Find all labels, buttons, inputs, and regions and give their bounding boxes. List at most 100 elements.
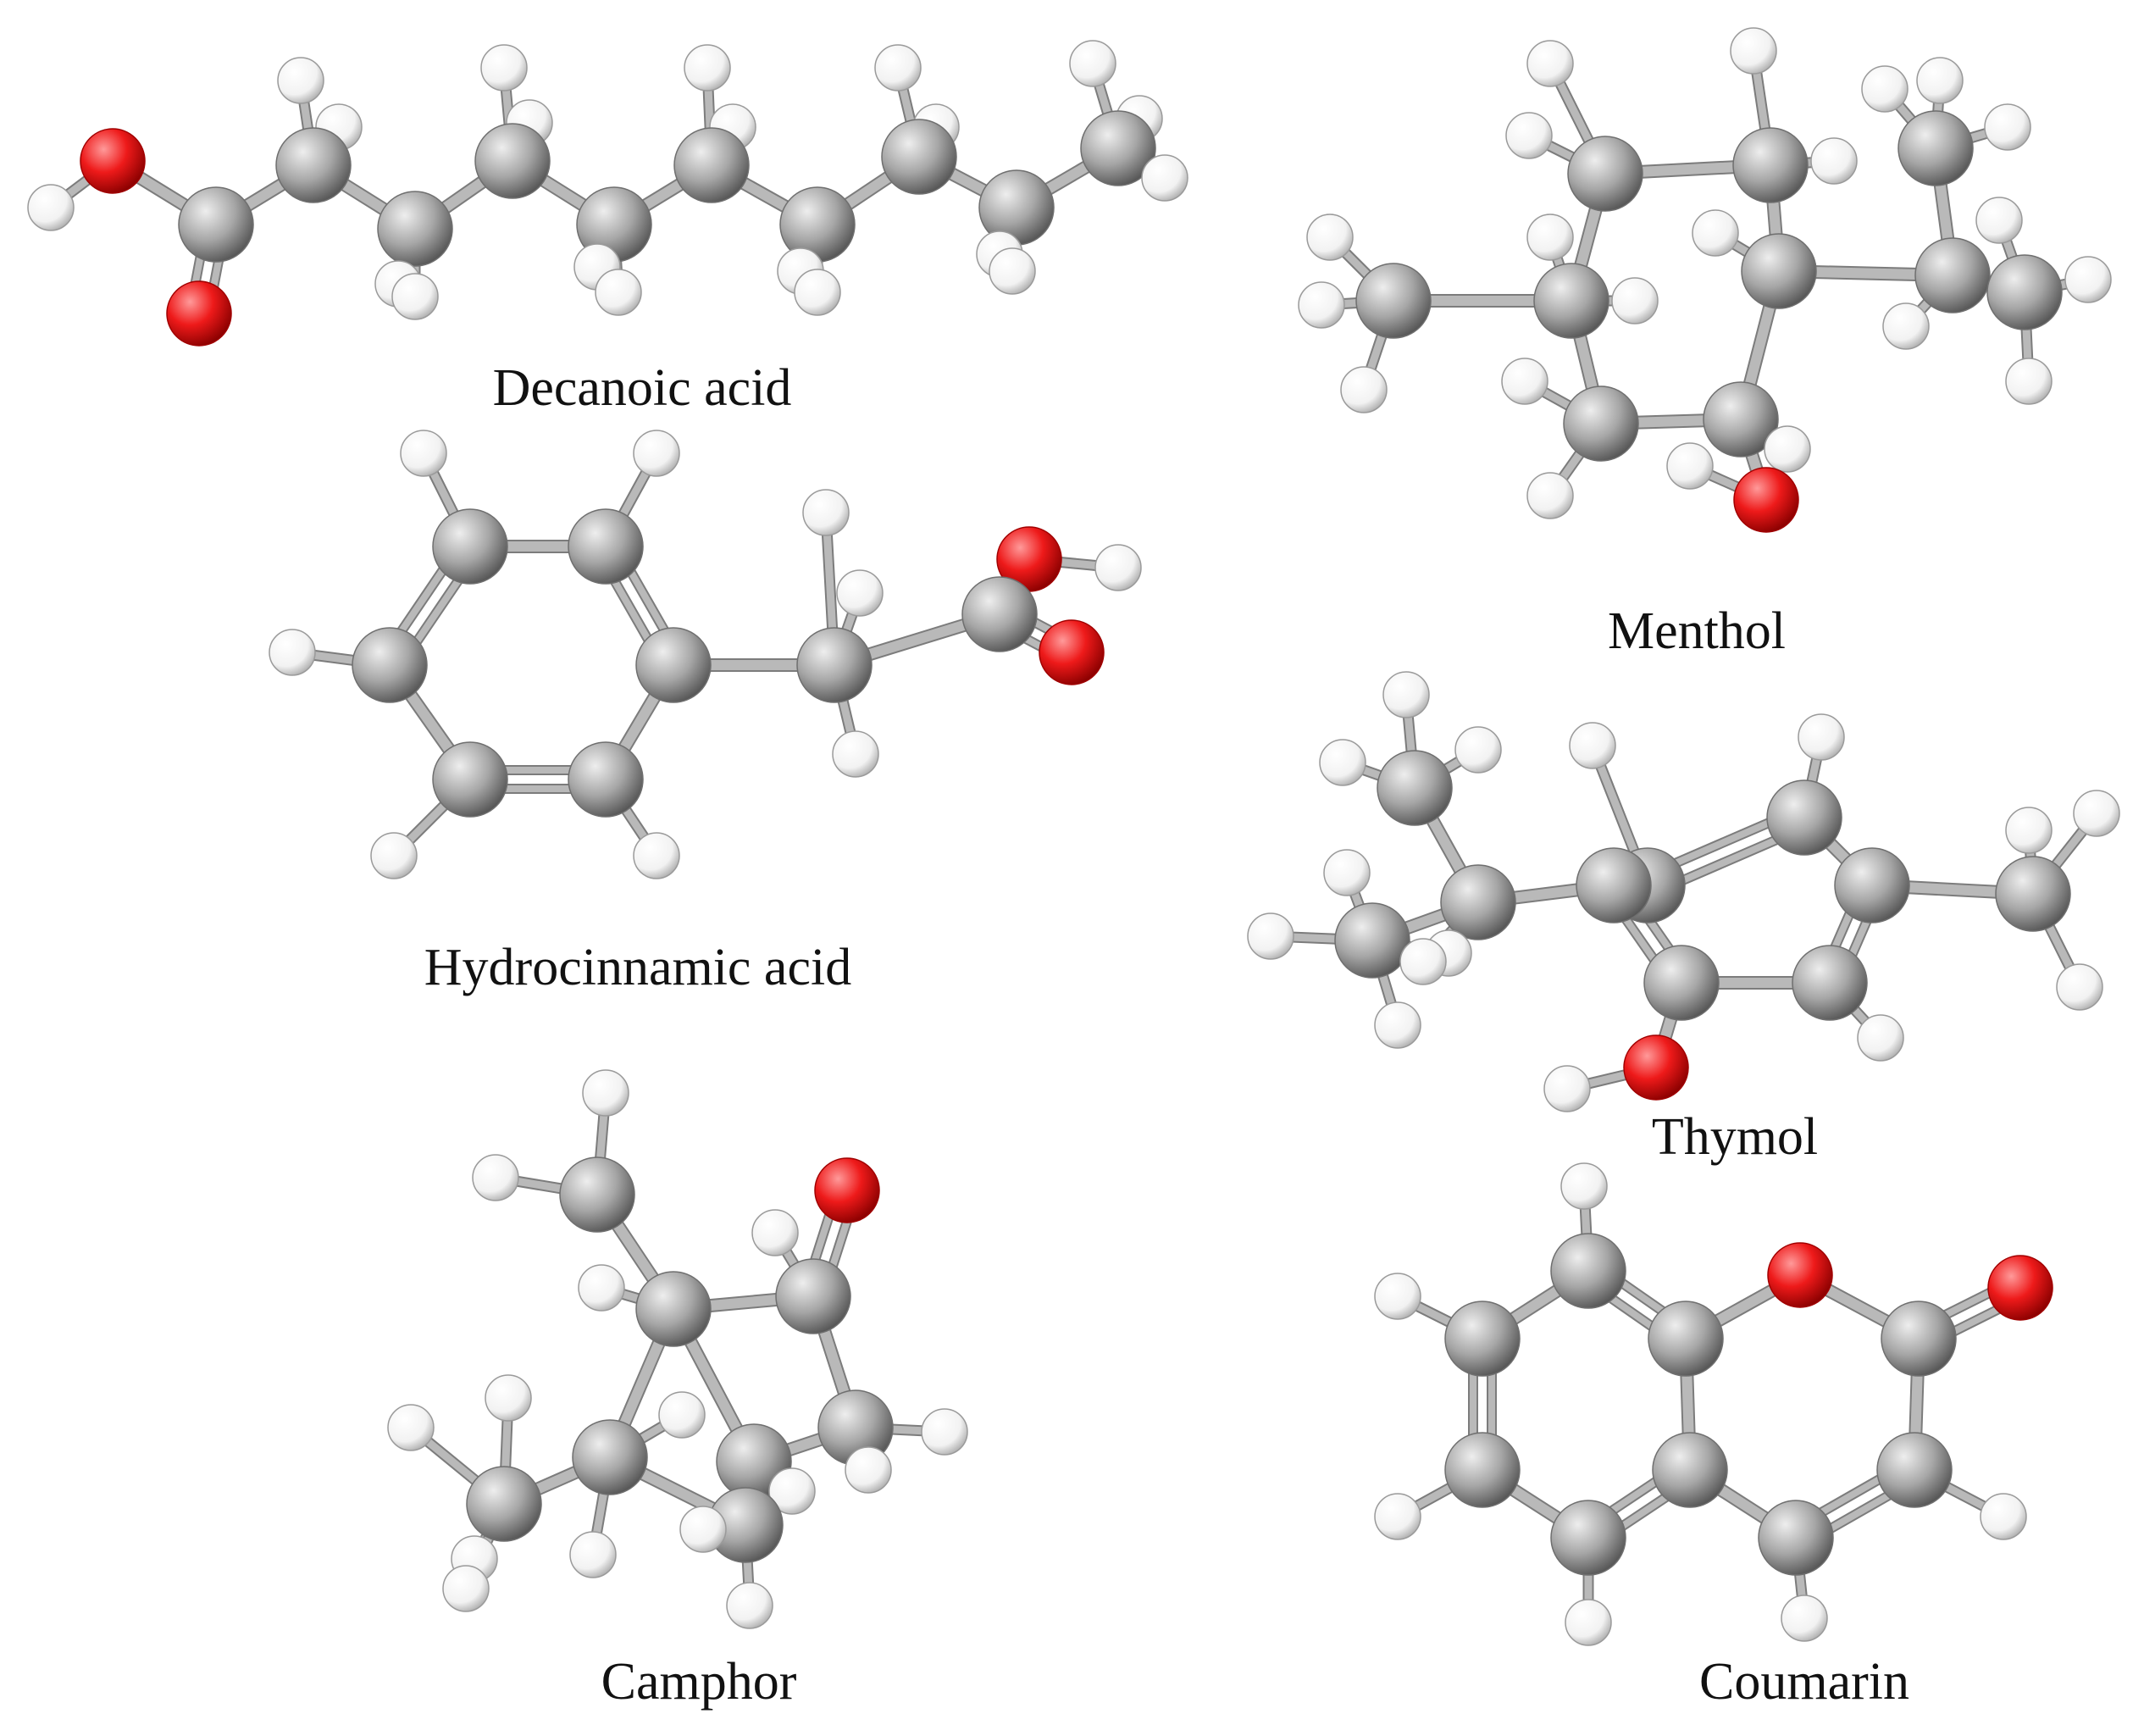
hydrogen-atom-menthol-28 [1526,472,1574,519]
hydrogen-atom-hydrocinnamic-8 [269,629,316,676]
carbon-atom-hydrocinnamic-1 [568,508,644,585]
hydrogen-atom-menthol-10 [1340,366,1388,413]
hydrogen-atom-hydrocinnamic-10 [633,832,680,879]
hydrogen-atom-menthol-18 [1975,197,2023,244]
hydrogen-atom-hydrocinnamic-12 [802,489,850,536]
hydrogen-atom-menthol-23 [1730,27,1777,75]
hydrogen-atom-thymol-22 [2056,963,2103,1011]
bonds-coumarin [1392,1180,2030,1628]
oxygen-atom-coumarin-8 [1987,1255,2053,1321]
carbon-atom-thymol-10 [1334,902,1410,979]
carbon-atom-thymol-3 [1792,945,1868,1021]
label-hydrocinnamic-acid: Hydrocinnamic acid [424,939,851,996]
atoms-menthol [1298,27,2112,533]
carbon-atom-menthol-1 [1732,127,1809,203]
hydrogen-atom-decanoic-15 [595,269,642,316]
oxygen-atom-coumarin-6 [1767,1242,1833,1308]
molecule-thymol: Thymol [1247,671,2120,1166]
hydrogen-atom-decanoic-2 [27,184,75,231]
hydrogen-atom-menthol-24 [1810,137,1858,185]
atoms-hydrocinnamic [269,430,1142,879]
carbon-atom-menthol-8 [1355,263,1432,339]
hydrogen-atom-thymol-18 [1399,938,1447,985]
hydrogen-atom-menthol-11 [1298,281,1345,329]
hydrogen-atom-thymol-23 [1569,722,1616,769]
hydrogen-atom-camphor-12 [751,1209,799,1256]
carbon-atom-menthol-4 [1563,385,1639,462]
hydrogen-atom-menthol-15 [1916,57,1964,104]
hydrogen-atom-camphor-11 [578,1264,625,1312]
hydrogen-atom-menthol-14 [1861,65,1909,113]
hydrogen-atom-menthol-27 [1501,358,1548,405]
hydrogen-atom-camphor-22 [726,1582,773,1629]
carbon-atom-menthol-17 [1986,254,2063,330]
hydrogen-atom-thymol-20 [2073,790,2120,837]
hydrogen-atom-camphor-16 [485,1374,532,1422]
hydrogen-atom-menthol-25 [1526,214,1574,261]
carbon-atom-hydrocinnamic-15 [961,576,1038,652]
atoms-coumarin [1374,1162,2053,1646]
hydrogen-atom-menthol-9 [1306,214,1354,261]
carbon-atom-thymol-2 [1834,847,1910,923]
molecule-menthol: Menthol [1298,27,2112,660]
carbon-atom-hydrocinnamic-3 [568,741,644,818]
hydrogen-atom-thymol-11 [1319,739,1366,786]
hydrogen-atom-camphor-23 [768,1467,816,1515]
hydrogen-atom-thymol-16 [1374,1001,1421,1049]
hydrogen-atom-thymol-12 [1382,671,1430,718]
label-menthol: Menthol [1608,602,1786,660]
carbon-atom-thymol-8 [1440,864,1516,940]
carbon-atom-coumarin-5 [1444,1301,1521,1377]
hydrogen-atom-decanoic-29 [1069,40,1116,87]
hydrogen-atom-hydrocinnamic-13 [836,569,884,617]
hydrogen-atom-camphor-2 [472,1154,519,1201]
carbon-atom-camphor-3 [635,1271,712,1347]
hydrogen-atom-thymol-15 [1323,849,1371,896]
hydrogen-atom-coumarin-13 [1374,1493,1421,1540]
carbon-atom-decanoic-22 [881,119,957,195]
carbon-atom-menthol-5 [1703,381,1779,458]
hydrogen-atom-camphor-19 [658,1391,706,1439]
hydrogen-atom-thymol-14 [1247,912,1294,960]
hydrogen-atom-menthol-21 [1526,40,1574,87]
hydrogen-atom-decanoic-11 [480,44,528,92]
molecule-coumarin: Coumarin [1374,1162,2053,1711]
hydrogen-atom-menthol-7 [1666,442,1714,490]
oxygen-atom-menthol-6 [1733,467,1799,533]
carbon-atom-decanoic-16 [673,127,750,203]
label-camphor: Camphor [601,1653,797,1711]
atoms-camphor [387,1069,968,1629]
hydrogen-atom-camphor-15 [387,1404,435,1451]
carbon-atom-menthol-2 [1741,233,1817,309]
hydrogen-atom-decanoic-27 [989,247,1036,295]
oxygen-atom-decanoic-3 [166,280,232,347]
carbon-atom-menthol-12 [1914,237,1991,313]
oxygen-atom-decanoic-1 [80,128,146,194]
carbon-atom-coumarin-2 [1652,1432,1728,1508]
carbon-atom-hydrocinnamic-2 [635,627,712,703]
label-decanoic-acid: Decanoic acid [493,359,792,417]
hydrogen-atom-camphor-14 [845,1446,892,1494]
label-coumarin: Coumarin [1699,1653,1909,1711]
carbon-atom-thymol-9 [1377,750,1453,826]
carbon-atom-hydrocinnamic-5 [352,627,428,703]
carbon-atom-coumarin-0 [1550,1233,1626,1309]
hydrogen-atom-thymol-13 [1454,726,1502,774]
hydrogen-atom-menthol-26 [1611,277,1659,324]
hydrogen-atom-thymol-25 [1857,1014,1904,1062]
carbon-atom-camphor-0 [559,1156,635,1233]
carbon-atom-hydrocinnamic-4 [432,741,508,818]
carbon-atom-hydrocinnamic-0 [432,508,508,585]
hydrogen-atom-menthol-16 [1984,103,2031,151]
hydrogen-atom-camphor-21 [679,1506,727,1553]
hydrogen-atom-hydrocinnamic-7 [633,430,680,477]
carbon-atom-coumarin-1 [1648,1301,1724,1377]
carbon-atom-decanoic-28 [1080,110,1156,186]
carbon-atom-coumarin-4 [1444,1432,1521,1508]
hydrogen-atom-coumarin-15 [1781,1595,1828,1642]
molecule-decanoic-acid: Decanoic acid [27,40,1188,417]
hydrogen-atom-decanoic-21 [794,269,841,316]
carbon-atom-camphor-4 [775,1258,851,1334]
carbon-atom-menthol-0 [1567,136,1643,212]
hydrogen-atom-menthol-19 [2064,256,2112,303]
